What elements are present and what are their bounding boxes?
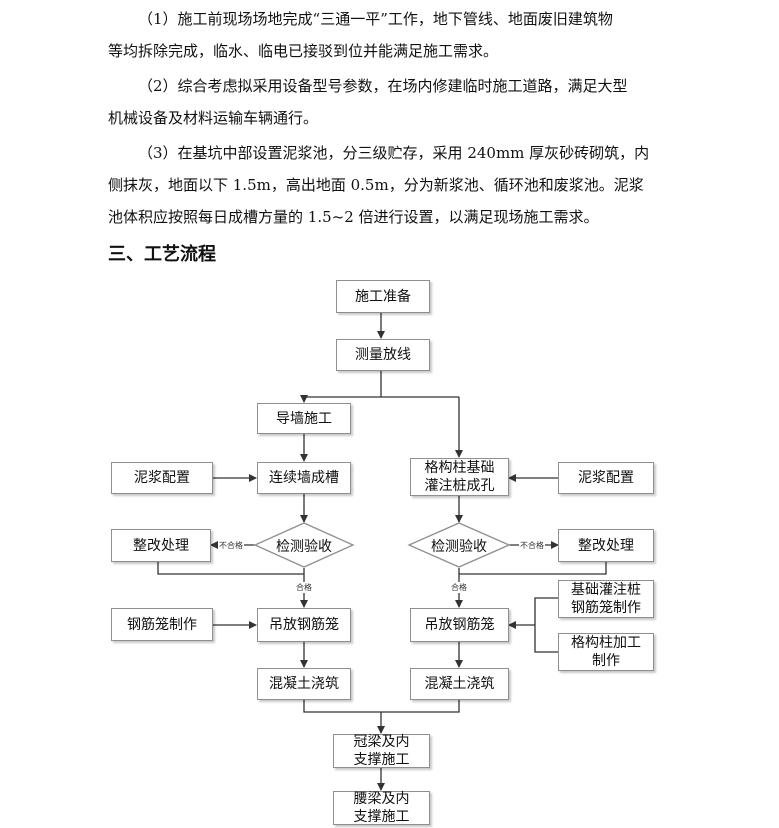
box-rectify-right: 整改处理: [558, 529, 654, 562]
box-hoist-right: 吊放钢筋笼: [410, 608, 509, 642]
loop-rectify-right: [459, 562, 607, 575]
paragraph-3: （3）在基坑中部设置泥浆池，分三级贮存，采用 240mm 厚灰砂砖砌筑，内 侧抹…: [108, 137, 668, 233]
paragraph-3-line-3: 池体积应按照每日成槽方量的 1.5~2 倍进行设置，以满足现场施工需求。: [108, 208, 599, 226]
box-survey: 测量放线: [336, 339, 430, 371]
loop-rectify-left: [157, 562, 304, 575]
box-crown-beam: 冠梁及内支撑施工: [333, 734, 430, 768]
paragraph-3-line-1: （3）在基坑中部设置泥浆池，分三级贮存，采用 240mm 厚灰砂砖砌筑，内: [138, 144, 650, 162]
box-slurry-right: 泥浆配置: [558, 462, 654, 494]
box-rectify-left: 整改处理: [111, 529, 211, 562]
bracket-cages: [534, 597, 558, 653]
box-waist-beam: 腰梁及内支撑施工: [333, 791, 430, 825]
box-pile-cage: 基础灌注桩钢筋笼制作: [558, 580, 654, 618]
box-rebar-make: 钢筋笼制作: [111, 608, 213, 641]
box-lattice-pile: 格构柱基础灌注桩成孔: [410, 458, 509, 496]
paragraph-1: （1）施工前现场场地完成“三通一平”工作，地下管线、地面废旧建筑物 等均拆除完成…: [108, 3, 668, 67]
inspect-right-label: 检测验收: [431, 539, 487, 555]
box-guide-wall: 导墙施工: [257, 403, 351, 434]
paragraph-1-line-1: （1）施工前现场场地完成“三通一平”工作，地下管线、地面废旧建筑物: [138, 10, 613, 28]
line-merge: [303, 700, 460, 713]
inspect-right-diamond: [407, 522, 511, 568]
inspect-left-label: 检测验收: [276, 539, 332, 555]
box-concrete-right: 混凝土浇筑: [410, 668, 509, 700]
fail-left-label: 不合格: [218, 540, 244, 551]
fail-right-label: 不合格: [519, 540, 545, 551]
paragraph-2-line-2: 机械设备及材料运输车辆通行。: [108, 109, 319, 127]
box-hoist-left: 吊放钢筋笼: [257, 608, 351, 642]
box-slurry-left: 泥浆配置: [111, 462, 213, 494]
section-heading: 三、工艺流程: [108, 244, 216, 265]
inspect-left-diamond: [253, 522, 355, 568]
box-concrete-left: 混凝土浇筑: [257, 668, 351, 700]
pass-right-label: 合格: [451, 582, 467, 593]
box-trench: 连续墙成槽: [257, 462, 351, 494]
pass-left-label: 合格: [296, 582, 312, 593]
box-lattice-make: 格构柱加工制作: [558, 633, 654, 671]
box-prep: 施工准备: [336, 280, 430, 313]
paragraph-2-line-1: （2）综合考虑拟采用设备型号参数，在场内修建临时施工道路，满足大型: [138, 77, 628, 95]
paragraph-3-line-2: 侧抹灰，地面以下 1.5m，高出地面 0.5m，分为新浆池、循环池和废浆池。泥浆: [108, 176, 644, 194]
paragraph-2: （2）综合考虑拟采用设备型号参数，在场内修建临时施工道路，满足大型 机械设备及材…: [108, 70, 668, 134]
paragraph-1-line-2: 等均拆除完成，临水、临电已接驳到位并能满足施工需求。: [108, 42, 499, 60]
